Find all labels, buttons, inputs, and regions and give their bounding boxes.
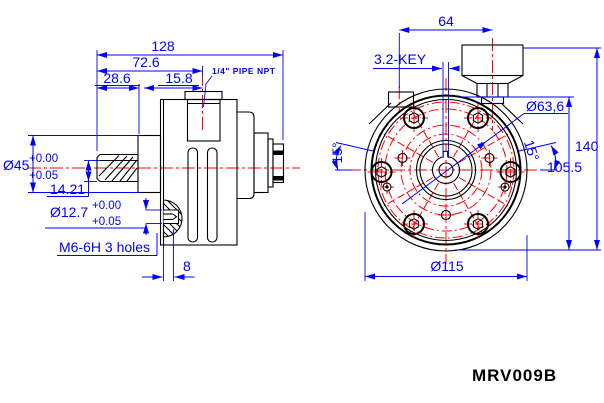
angle-dim-left: 15° (329, 142, 374, 171)
motor-body-front (364, 44, 528, 252)
flange-chamfer-right (500, 102, 524, 125)
dim-port-offset: 15.8 (165, 70, 192, 86)
front-view-dimensions: 64 3.2-KEY Ø63,6 15° 15° (329, 13, 601, 281)
dim-key-flat: 14.21 (50, 181, 85, 197)
rear-shaft-nut (272, 143, 285, 184)
dim-shaft-tol-upper: +0.00 (29, 153, 58, 165)
output-shaft (96, 153, 139, 183)
dim-keyway: 3.2-KEY (374, 51, 427, 67)
side-view: 128 72.6 28.6 15.8 1/4" PIPE NPT Ø45 +0.… (3, 38, 300, 281)
label-mounting-holes: M6-6H 3 holes (59, 239, 150, 255)
pipe-port-boss (184, 90, 223, 101)
motor-body-side (96, 90, 285, 246)
dim-angle-right: 15° (521, 138, 543, 163)
dim-hole-tol-lower: +0.05 (92, 216, 121, 228)
drawing-title: MRV009B (472, 366, 557, 385)
flange-chamfer-left (368, 102, 392, 125)
dim-hole-diameter: Ø12.7 (50, 204, 88, 220)
pitch-circle (409, 133, 483, 207)
dim-angle-left: 15° (329, 142, 345, 163)
hub-circle (415, 139, 477, 201)
pilot-boss (137, 134, 162, 194)
dim-shaft-diameter: Ø45 (3, 157, 30, 173)
bolt-circle-63 (400, 124, 492, 216)
small-hole (393, 149, 412, 167)
port-leader-line (203, 75, 213, 108)
small-hole (437, 206, 455, 224)
front-view: 64 3.2-KEY Ø63,6 15° 15° (329, 13, 601, 281)
side-view-dimensions: 128 72.6 28.6 15.8 1/4" PIPE NPT Ø45 +0.… (3, 38, 284, 281)
dim-port-position: 72.6 (132, 54, 159, 70)
leader-arrowhead (477, 141, 486, 150)
cooling-slot (206, 147, 218, 243)
dim-shaft-tol-lower: +0.05 (29, 170, 58, 182)
dim-breather-offset: 64 (438, 13, 454, 29)
bolt-circle-screws (384, 108, 508, 232)
dim-boss-depth: 8 (183, 258, 191, 274)
dim-bolt-circle-diameter: Ø63,6 (526, 98, 564, 114)
angle-dim-right: 15° (518, 138, 561, 171)
dim-hole-tol-upper: +0.00 (92, 200, 121, 212)
dim-front-section: 28.6 (103, 70, 130, 86)
outer-pitch-circle (377, 101, 515, 239)
dim-flange-diameter: Ø115 (430, 258, 463, 274)
cooling-slot (187, 147, 199, 243)
dim-overall-height: 140 (575, 138, 599, 154)
dim-overall-length: 128 (151, 38, 175, 54)
flange-outline (364, 88, 528, 252)
flange-tab (387, 91, 415, 108)
dim-body-height: 105.5 (547, 159, 582, 175)
small-hole (480, 149, 499, 167)
label-pipe-port: 1/4" PIPE NPT (212, 66, 276, 76)
